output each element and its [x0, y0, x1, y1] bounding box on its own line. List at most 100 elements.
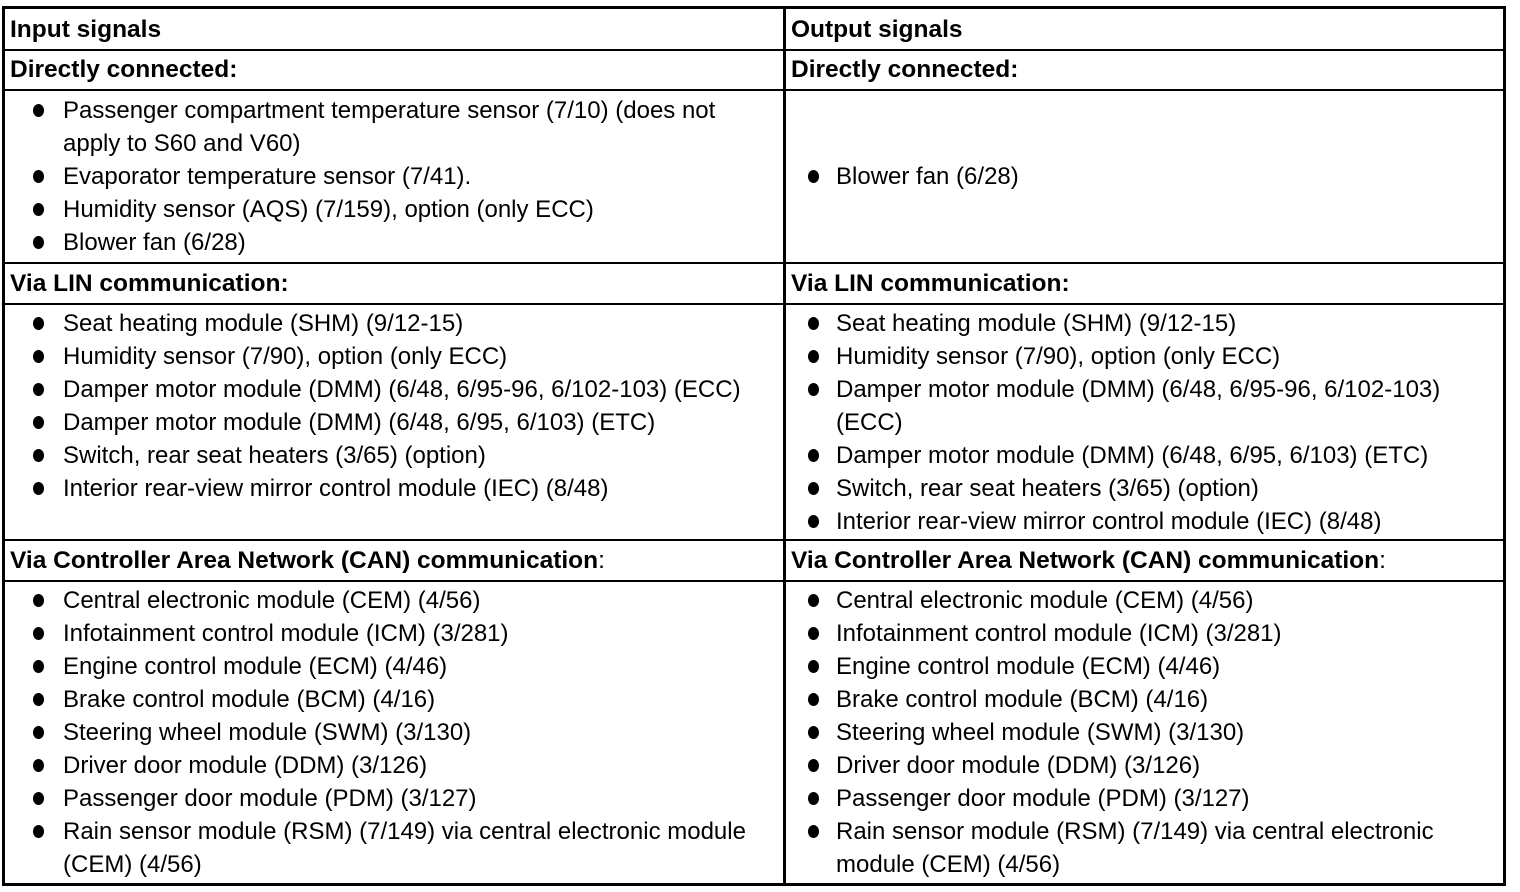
bullet-icon: [33, 203, 44, 216]
can-title-row: Via Controller Area Network (CAN) commun…: [5, 539, 1503, 580]
list-item-text: Humidity sensor (7/90), option (only ECC…: [63, 343, 508, 370]
list-item: Damper motor module (DMM) (6/48, 6/95-96…: [5, 373, 783, 406]
list-item: Rain sensor module (RSM) (7/149) via cen…: [5, 815, 783, 881]
list-item: Driver door module (DDM) (3/126): [786, 749, 1503, 782]
bullet-icon: [808, 383, 819, 396]
list-item-text: Humidity sensor (AQS) (7/159), option (o…: [63, 196, 594, 223]
list-item-text: Humidity sensor (7/90), option (only ECC…: [836, 343, 1281, 370]
bullet-icon: [33, 693, 44, 706]
can-title-text: Via Controller Area Network (CAN) commun…: [791, 547, 1380, 574]
list-item-text: Rain sensor module (RSM) (7/149) via cen…: [836, 818, 1434, 878]
bullet-icon: [808, 660, 819, 673]
bullet-icon: [33, 236, 44, 249]
list-item: Steering wheel module (SWM) (3/130): [5, 716, 783, 749]
lin-title-output: Via LIN communication:: [791, 270, 1070, 297]
direct-items-row: Passenger compartment temperature sensor…: [5, 89, 1503, 262]
bullet-icon: [33, 726, 44, 739]
bullet-icon: [808, 594, 819, 607]
bullet-icon: [33, 317, 44, 330]
list-item: Central electronic module (CEM) (4/56): [5, 584, 783, 617]
input-signals-header: Input signals: [5, 9, 786, 49]
list-item: Infotainment control module (ICM) (3/281…: [5, 617, 783, 650]
can-input-cell: Central electronic module (CEM) (4/56) I…: [5, 582, 786, 883]
list-item: Brake control module (BCM) (4/16): [786, 683, 1503, 716]
list-item: Evaporator temperature sensor (7/41).: [5, 160, 783, 193]
list-item: Brake control module (BCM) (4/16): [5, 683, 783, 716]
list-item-text: Brake control module (BCM) (4/16): [836, 686, 1209, 713]
can-title-colon: :: [1379, 547, 1386, 574]
list-item: Interior rear-view mirror control module…: [786, 505, 1503, 538]
bullet-icon: [808, 693, 819, 706]
list-item: Seat heating module (SHM) (9/12-15): [786, 307, 1503, 340]
signals-table: Input signals Output signals Directly co…: [2, 6, 1506, 886]
list-item-text: Passenger compartment temperature sensor…: [63, 97, 716, 157]
lin-title-input: Via LIN communication:: [5, 264, 786, 303]
bullet-icon: [33, 825, 44, 838]
list-item-text: Infotainment control module (ICM) (3/281…: [836, 620, 1282, 647]
bullet-icon: [808, 627, 819, 640]
list-item-text: Interior rear-view mirror control module…: [63, 475, 609, 502]
list-item-text: Switch, rear seat heaters (3/65) (option…: [836, 475, 1259, 502]
list-item-text: Damper motor module (DMM) (6/48, 6/95-96…: [63, 376, 741, 403]
list-item-text: Passenger door module (PDM) (3/127): [836, 785, 1250, 812]
bullet-icon: [808, 482, 819, 495]
lin-input-list: Seat heating module (SHM) (9/12-15) Humi…: [5, 305, 783, 505]
bullet-icon: [808, 759, 819, 772]
list-item: Driver door module (DDM) (3/126): [5, 749, 783, 782]
bullet-icon: [33, 594, 44, 607]
list-item: Humidity sensor (7/90), option (only ECC…: [786, 340, 1503, 373]
list-item-text: Switch, rear seat heaters (3/65) (option…: [63, 442, 486, 469]
output-signals-header: Output signals: [791, 16, 963, 43]
list-item-text: Blower fan (6/28): [836, 163, 1019, 190]
list-item-text: Rain sensor module (RSM) (7/149) via cen…: [63, 818, 746, 878]
list-item-text: Central electronic module (CEM) (4/56): [836, 587, 1254, 614]
lin-input-cell: Seat heating module (SHM) (9/12-15) Humi…: [5, 305, 786, 539]
list-item: Humidity sensor (7/90), option (only ECC…: [5, 340, 783, 373]
direct-output-cell: Blower fan (6/28): [786, 91, 1503, 262]
bullet-icon: [33, 482, 44, 495]
list-item-text: Damper motor module (DMM) (6/48, 6/95, 6…: [63, 409, 656, 436]
list-item-text: Blower fan (6/28): [63, 229, 246, 256]
bullet-icon: [33, 350, 44, 363]
can-input-list: Central electronic module (CEM) (4/56) I…: [5, 582, 783, 881]
can-title-text: Via Controller Area Network (CAN) commun…: [10, 547, 599, 574]
list-item: Blower fan (6/28): [5, 226, 783, 259]
list-item-text: Damper motor module (DMM) (6/48, 6/95-96…: [836, 376, 1441, 436]
bullet-icon: [808, 170, 819, 183]
can-title-input: Via Controller Area Network (CAN) commun…: [5, 541, 786, 580]
list-item-text: Evaporator temperature sensor (7/41).: [63, 163, 472, 190]
list-item-text: Steering wheel module (SWM) (3/130): [836, 719, 1245, 746]
list-item-text: Infotainment control module (ICM) (3/281…: [63, 620, 509, 647]
can-output-list: Central electronic module (CEM) (4/56) I…: [786, 582, 1503, 881]
list-item: Engine control module (ECM) (4/46): [5, 650, 783, 683]
list-item-text: Damper motor module (DMM) (6/48, 6/95, 6…: [836, 442, 1429, 469]
list-item-text: Steering wheel module (SWM) (3/130): [63, 719, 472, 746]
bullet-icon: [808, 825, 819, 838]
list-item: Damper motor module (DMM) (6/48, 6/95, 6…: [5, 406, 783, 439]
bullet-icon: [33, 759, 44, 772]
list-item: Damper motor module (DMM) (6/48, 6/95, 6…: [786, 439, 1503, 472]
list-item: Interior rear-view mirror control module…: [5, 472, 783, 505]
can-items-row: Central electronic module (CEM) (4/56) I…: [5, 580, 1503, 883]
direct-input-list: Passenger compartment temperature sensor…: [5, 91, 783, 259]
direct-input-cell: Passenger compartment temperature sensor…: [5, 91, 786, 262]
list-item: Passenger compartment temperature sensor…: [5, 94, 783, 160]
list-item: Seat heating module (SHM) (9/12-15): [5, 307, 783, 340]
lin-output-cell: Seat heating module (SHM) (9/12-15) Humi…: [786, 305, 1503, 539]
list-item-text: Driver door module (DDM) (3/126): [836, 752, 1201, 779]
bullet-icon: [33, 660, 44, 673]
list-item-text: Central electronic module (CEM) (4/56): [63, 587, 481, 614]
bullet-icon: [33, 104, 44, 117]
lin-title-row: Via LIN communication: Via LIN communica…: [5, 262, 1503, 303]
direct-output-list: Blower fan (6/28): [786, 160, 1503, 193]
direct-title-output: Directly connected:: [791, 56, 1019, 83]
list-item: Passenger door module (PDM) (3/127): [786, 782, 1503, 815]
list-item: Passenger door module (PDM) (3/127): [5, 782, 783, 815]
list-item-text: Seat heating module (SHM) (9/12-15): [63, 310, 464, 337]
bullet-icon: [33, 170, 44, 183]
bullet-icon: [33, 416, 44, 429]
list-item-text: Driver door module (DDM) (3/126): [63, 752, 428, 779]
list-item: Rain sensor module (RSM) (7/149) via cen…: [786, 815, 1503, 881]
bullet-icon: [808, 726, 819, 739]
